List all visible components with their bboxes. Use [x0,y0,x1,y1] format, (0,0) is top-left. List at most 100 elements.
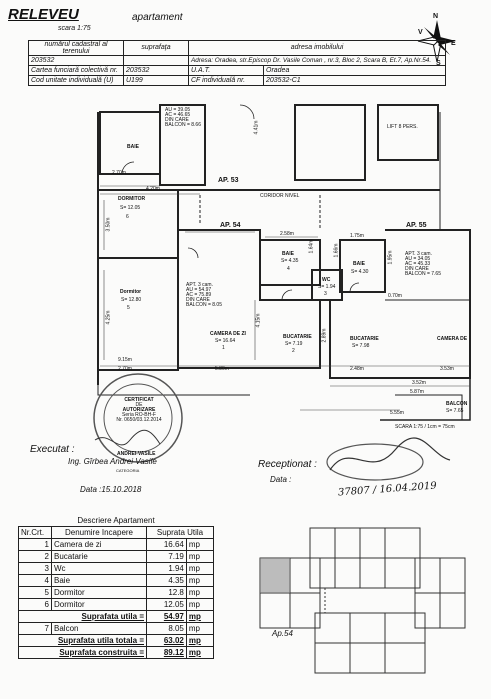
dim-13: 3.53m [440,366,454,372]
hdr-cod-label: Cod unitate individuală (U) [28,75,124,86]
label-ap55: AP. 55 [406,222,427,229]
dim-10: 2.70m [118,366,132,372]
document-subtitle: apartament [132,12,183,23]
descriere-title: Descriere Apartament [18,515,214,527]
label-baie-2: BAIE [353,261,365,267]
dim-16: 0.70m [388,293,402,299]
label-apt54-summary: APT. 3 cam. AU = 54.97 AC = 75.89 DIN CA… [186,282,222,308]
receptionat-handwritten: 37807 / 16.04.2019 [337,480,438,499]
label-apt55-summary: APT. 3 cam. AU = 34.05 AC = 45.33 DIN CA… [405,251,441,277]
dim-11: 5.80m [215,366,229,372]
label-baie: BAIE [282,251,294,257]
reception-stamp [326,437,451,481]
dim-3: 3.50m [105,217,112,232]
hdr-uat-label: U.A.T. [188,65,264,76]
dim-4: 4.25m [105,310,112,325]
mini-plan-label: Ap.54 [272,629,293,638]
label-ap53: AP. 53 [218,177,239,184]
hdr-uat-value: Oradea [263,65,446,76]
dim-12: 2.48m [350,366,364,372]
dim-9: 9.15m [118,357,132,363]
label-bucatarie-area: S= 7.19 [285,341,303,347]
receptionat-date-label: Data : [270,475,292,484]
executat-name: Ing. Gîrbea Andrei Vasile [68,457,157,466]
label-camera-area: S= 16.64 [215,338,236,344]
hdr-cf-label: Cartea funciară colectivă nr. [28,65,124,76]
hdr-cfi-label: CF individuală nr. [188,75,264,86]
dim-20: 3.52m [412,380,426,386]
room-corridor-top [294,104,366,181]
label-baie-num: 4 [287,266,290,272]
executat-date: Data :15.10.2018 [80,485,142,494]
hdr-suprafata-value [123,55,189,66]
stamp-name: ANDREI-VASILE [117,451,156,457]
dim-14: 5.87m [410,389,424,395]
dim-2: 4.20m [146,186,160,192]
label-lift: LIFT 8 PERS. [387,124,418,130]
label-balcon: BALCON [446,401,468,407]
col-suprafata: Suprata Utila [146,526,214,539]
label-baie-2-area: S= 4.30 [351,269,369,275]
hdr-suprafata-label: suprafaţa [123,40,189,56]
label-dormitor-1: DORMITOR [118,196,146,202]
hdr-cod-value: U199 [123,75,189,86]
label-balcon-area: S= 7.65 [446,408,464,414]
label-wc-num: 3 [324,291,327,297]
label-dormitor-2-num: 5 [127,305,130,311]
hdr-cf-value: 203532 [123,65,189,76]
document-title: RELEVEU [8,6,79,23]
label-wc-area: S= 1.94 [318,284,336,290]
scale-note: SCARA 1:75 / 1cm = 75cm [395,424,455,430]
stamp-category: CATEGORIA [116,468,140,473]
compass-e: E [451,40,456,47]
label-baie-area: S= 4.35 [281,258,299,264]
col-nr: Nr.Crt. [18,526,52,539]
dim-21: 4.41m [253,120,260,135]
cadastral-info-table: numărul cadastral al terenului suprafaţa… [28,40,446,86]
dim-19: 1.95m [387,250,394,265]
label-bucatarie: BUCATARIE [283,334,312,340]
label-camera-de-zi: CAMERA DE ZI [210,331,246,337]
hdr-adresa-value: Adresa: Oradea, str.Episcop Dr. Vasile C… [188,55,446,66]
label-camera-de-2: CAMERA DE [437,336,468,342]
dim-7: 1.75m [350,233,364,239]
executat-label: Executat : [30,444,75,455]
label-wc: WC [322,277,331,283]
label-bucatarie-2-area: S= 7.98 [352,343,370,349]
hdr-cfi-value: 203532-C1 [263,75,446,86]
stamp-text: CERTIFICAT DE AUTORIZARE Seria RO-BH-F N… [116,397,162,423]
room-baie-top [99,111,161,175]
hdr-cadastral-label: numărul cadastral al terenului [28,40,124,56]
scale-label: scara 1:75 [58,25,91,32]
label-coridor: CORIDOR NIVEL [260,193,300,199]
label-ap54: AP. 54 [220,222,241,229]
dim-18: 1.66m [333,243,340,258]
mini-building-plan [259,527,466,674]
dim-6: 1.64m [308,239,315,254]
label-dormitor-2: Dormitor [120,289,142,295]
dim-5: 2.58m [280,231,294,237]
label-apt53-summary: AU = 39.05 AC = 46.65 DIN CARE BALCON = … [165,107,201,128]
compass-n: N [433,13,439,20]
label-dormitor-1-num: 6 [126,214,129,220]
hdr-cadastral-value: 203532 [28,55,124,66]
col-denumire: Denumire Incapere [51,526,147,539]
room-lift [377,104,439,161]
dim-1: 2.70m [112,170,126,176]
dim-17: 2.89m [321,328,328,343]
signature-executat [94,429,161,446]
hdr-adresa-label: adresa imobilului [188,40,446,56]
label-baie-top: BAIE [127,144,139,150]
label-bucatarie-num: 2 [292,348,295,354]
